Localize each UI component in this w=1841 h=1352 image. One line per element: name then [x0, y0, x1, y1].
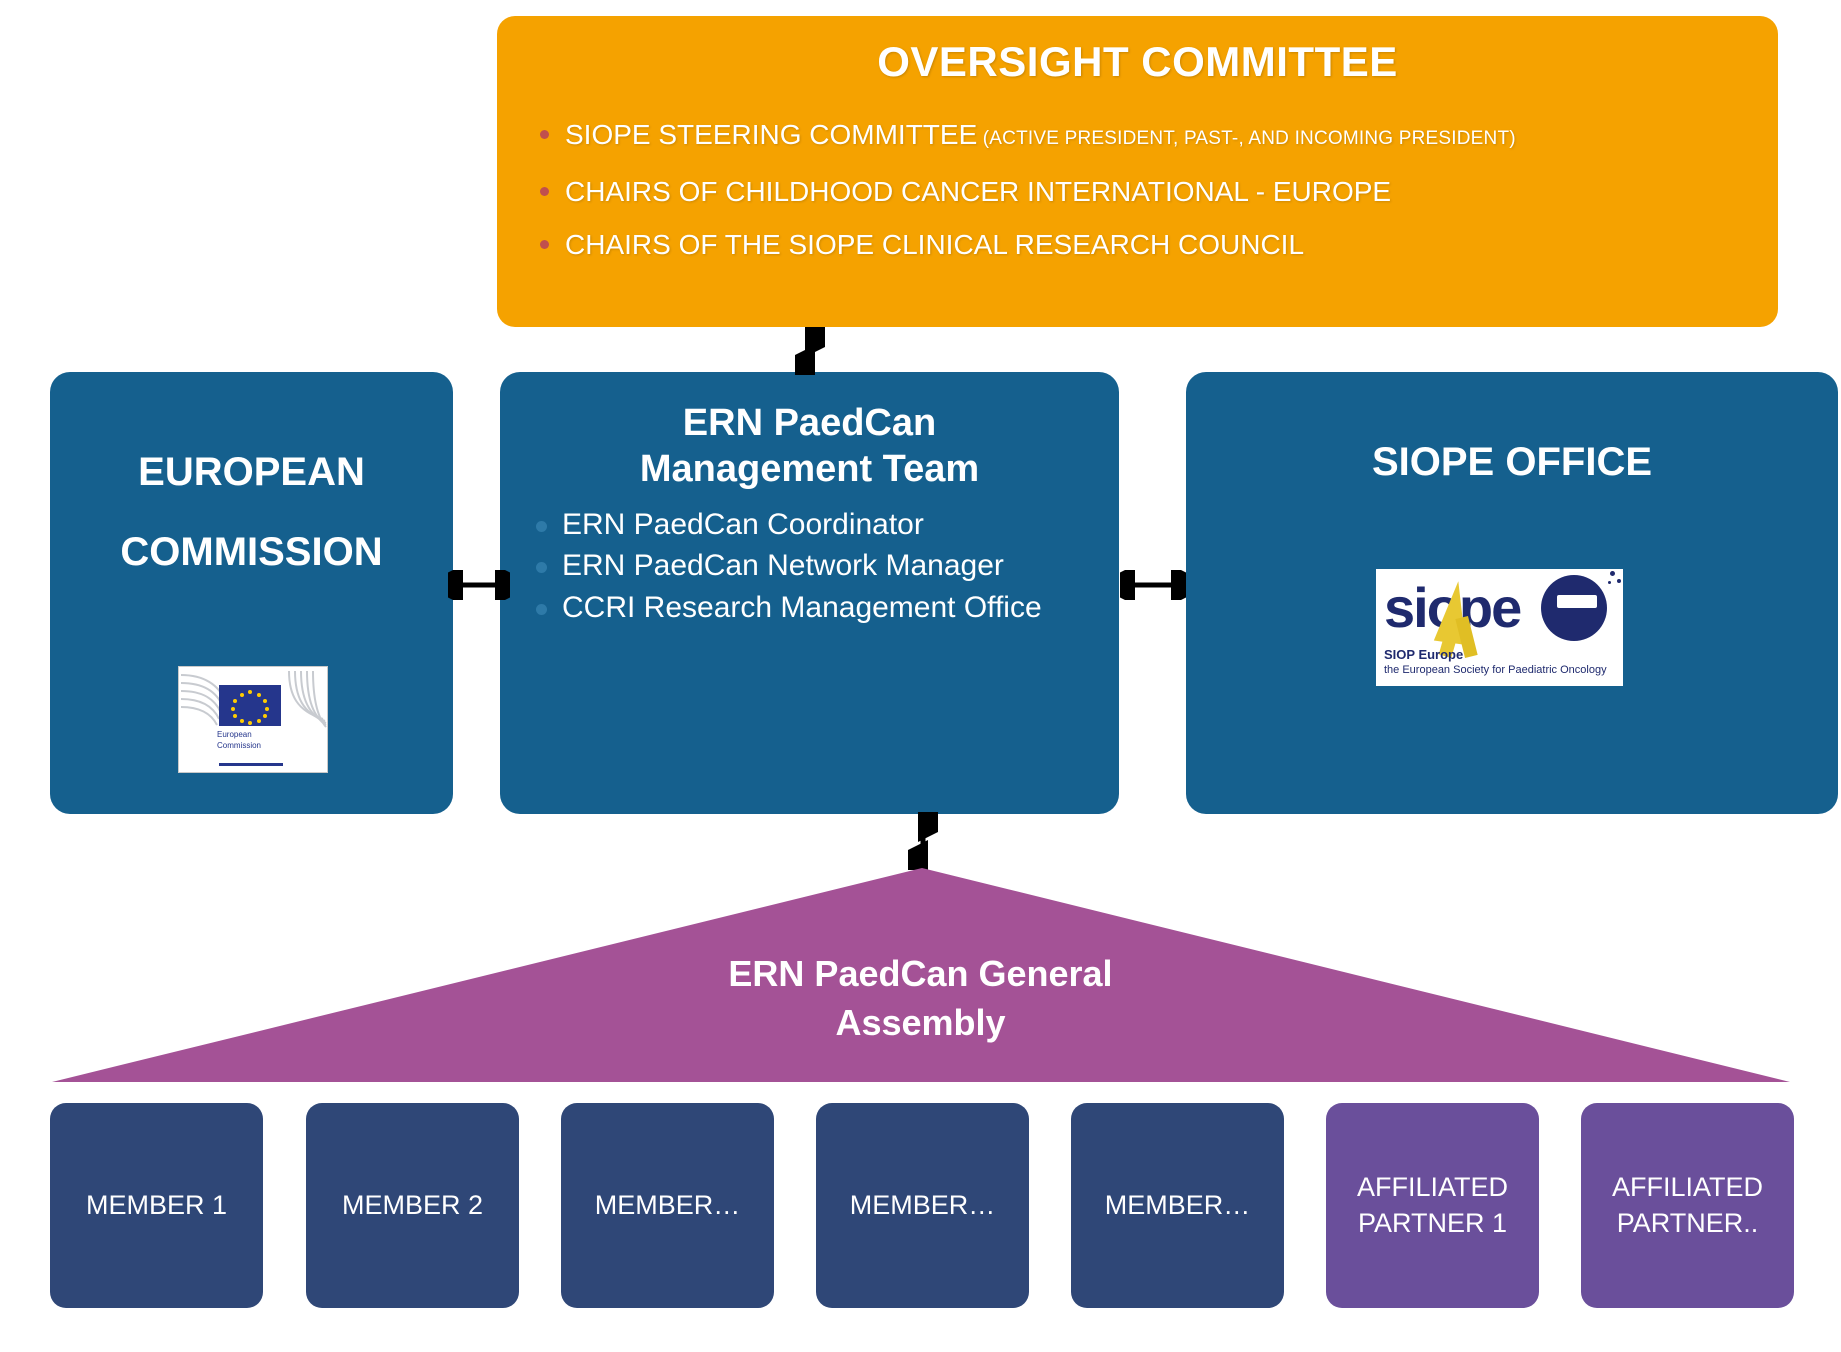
oversight-committee-box: OVERSIGHT COMMITTEE SIOPE STEERING COMMI… — [497, 16, 1778, 327]
management-member-label: ERN PaedCan Network Manager — [562, 549, 1004, 583]
siope-globe-bar — [1557, 595, 1597, 608]
management-team-title-line1: ERN PaedCan — [682, 402, 937, 444]
logo-underline — [219, 763, 283, 766]
oversight-item-sub: (ACTIVE PRESIDENT, PAST-, AND INCOMING P… — [977, 128, 1516, 149]
management-member-label: ERN PaedCan Coordinator — [562, 507, 924, 541]
management-team-box: ERN PaedCan Management Team ERN PaedCan … — [500, 372, 1119, 814]
bullet-icon — [536, 562, 547, 574]
node-label: MEMBER 2 — [341, 1189, 484, 1220]
list-item[interactable]: MEMBER 2 — [306, 1103, 519, 1308]
list-item: CCRI Research Management Office — [536, 588, 1101, 628]
management-team-list: ERN PaedCan Coordinator ERN PaedCan Netw… — [500, 505, 1119, 628]
european-commission-logo-caption: European Commission — [217, 729, 261, 751]
bullet-icon — [540, 187, 549, 196]
oversight-list-item: CHAIRS OF THE SIOPE CLINICAL RESEARCH CO… — [540, 218, 1748, 271]
bullet-icon — [540, 240, 549, 249]
european-commission-logo: European Commission — [178, 666, 328, 773]
list-item[interactable]: MEMBER… — [561, 1103, 774, 1308]
node-label: MEMBER… — [849, 1189, 996, 1220]
logo-caption-line2: Commission — [217, 741, 262, 750]
oversight-item-main: CHAIRS OF CHILDHOOD CANCER INTERNATIONAL… — [565, 176, 1392, 207]
oversight-committee-title: OVERSIGHT COMMITTEE — [877, 38, 1398, 85]
node-label: AFFILIATED PARTNER.. — [1611, 1172, 1764, 1238]
european-commission-box: EUROPEAN COMMISSION — [50, 372, 453, 814]
list-item[interactable]: AFFILIATED PARTNER 1 — [1326, 1103, 1539, 1308]
node-label: MEMBER 1 — [85, 1189, 228, 1220]
arrow-management-to-siope — [1120, 570, 1186, 600]
siope-office-title: SIOPE OFFICE — [1371, 440, 1653, 484]
list-item: ERN PaedCan Network Manager — [536, 546, 1101, 586]
oversight-item-main: CHAIRS OF THE SIOPE CLINICAL RESEARCH CO… — [565, 229, 1305, 260]
siope-logo-sub2: the European Society for Paediatric Onco… — [1384, 664, 1607, 676]
arrow-oversight-to-management — [795, 327, 825, 375]
bullet-icon — [536, 603, 547, 615]
siope-globe-icon — [1541, 575, 1607, 641]
list-item[interactable]: MEMBER 1 — [50, 1103, 263, 1308]
oversight-list-item: SIOPE STEERING COMMITTEE (ACTIVE PRESIDE… — [540, 108, 1748, 165]
eu-swoosh-right-icon — [288, 670, 327, 728]
logo-caption-line1: European — [217, 730, 252, 739]
oversight-committee-list: SIOPE STEERING COMMITTEE (ACTIVE PRESIDE… — [527, 108, 1748, 271]
european-commission-title: EUROPEAN COMMISSION — [50, 372, 453, 572]
arrow-management-to-assembly — [908, 812, 938, 870]
node-label: MEMBER… — [1104, 1189, 1251, 1220]
arrow-commission-to-management — [448, 570, 510, 600]
general-assembly-triangle — [52, 868, 1790, 1082]
node-label: MEMBER… — [594, 1189, 741, 1220]
list-item[interactable]: MEMBER… — [1071, 1103, 1284, 1308]
bullet-icon — [540, 130, 549, 139]
node-label: AFFILIATED PARTNER 1 — [1356, 1172, 1509, 1238]
management-member-label: CCRI Research Management Office — [562, 590, 1042, 624]
list-item[interactable]: MEMBER… — [816, 1103, 1029, 1308]
management-team-title-line2: Management Team — [639, 448, 980, 491]
eu-flag-icon — [219, 685, 281, 726]
oversight-list-item: CHAIRS OF CHILDHOOD CANCER INTERNATIONAL… — [540, 165, 1748, 218]
oversight-item-main: SIOPE STEERING COMMITTEE — [565, 119, 978, 150]
list-item[interactable]: AFFILIATED PARTNER.. — [1581, 1103, 1794, 1308]
management-team-title: ERN PaedCan Management Team — [500, 372, 1119, 493]
siope-office-box: SIOPE OFFICE siope SIOP Europe the Europ… — [1186, 372, 1838, 814]
siope-logo-sub1: SIOP Europe — [1384, 647, 1464, 662]
european-commission-title-line1: EUROPEAN — [138, 450, 365, 494]
list-item: ERN PaedCan Coordinator — [536, 505, 1101, 545]
siope-logo: siope SIOP Europe the European Society f… — [1376, 569, 1623, 686]
bullet-icon — [536, 520, 547, 532]
european-commission-title-line2: COMMISSION — [120, 530, 383, 574]
